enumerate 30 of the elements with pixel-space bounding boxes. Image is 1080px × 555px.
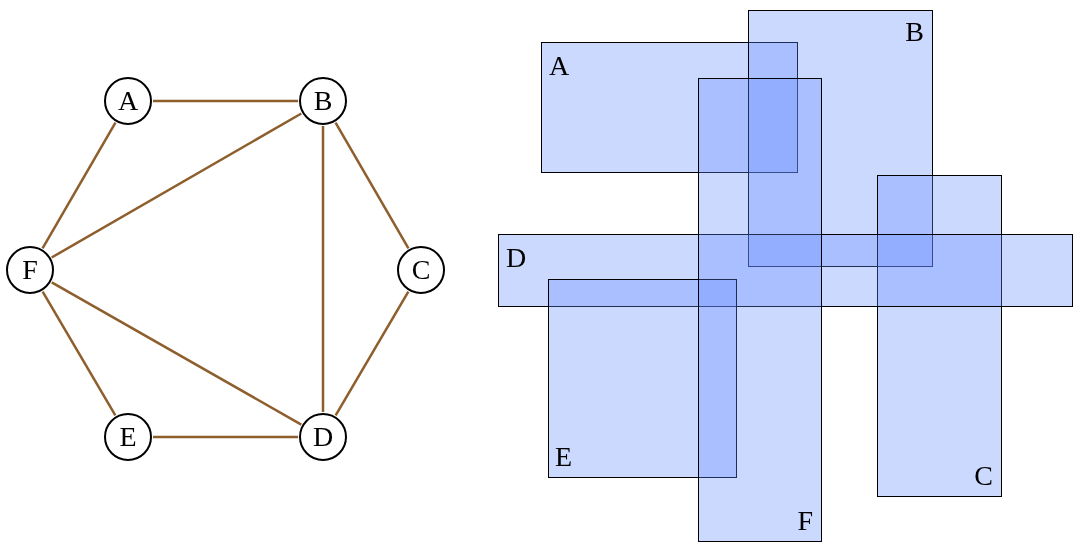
graph-edge: [334, 290, 410, 417]
vertex-label: D: [506, 244, 527, 272]
graph-edge: [41, 290, 117, 417]
vertex-label: C: [411, 254, 431, 286]
graph-edge: [41, 122, 117, 249]
graph-vertex-circle: [299, 77, 347, 125]
vertex-label: A: [549, 52, 570, 80]
interval-rectangle: [698, 78, 822, 542]
graph-vertex-circle: [299, 413, 347, 461]
vertex-label: F: [22, 254, 38, 286]
vertex-label: E: [555, 443, 573, 471]
graph-edge: [51, 281, 302, 426]
graph-vertex-circle: [104, 77, 152, 125]
graph-vertex-circle: [104, 413, 152, 461]
vertex-label: D: [312, 421, 334, 453]
interval-rectangle: [498, 234, 1073, 307]
interval-rectangle: [877, 175, 1002, 497]
vertex-label: F: [797, 507, 813, 535]
graph-vertex-circle: [397, 246, 445, 294]
graph-edge: [334, 122, 410, 249]
graph-edge: [153, 99, 298, 103]
graph-vertex-circle: [6, 246, 54, 294]
vertex-label: A: [117, 85, 139, 117]
vertex-label: B: [905, 18, 924, 46]
vertex-label: E: [119, 421, 137, 453]
vertex-label: C: [974, 462, 993, 490]
graph-edge: [51, 112, 302, 259]
graph-edge: [153, 435, 298, 439]
graph-edge: [321, 126, 325, 412]
vertex-label: B: [313, 85, 333, 117]
